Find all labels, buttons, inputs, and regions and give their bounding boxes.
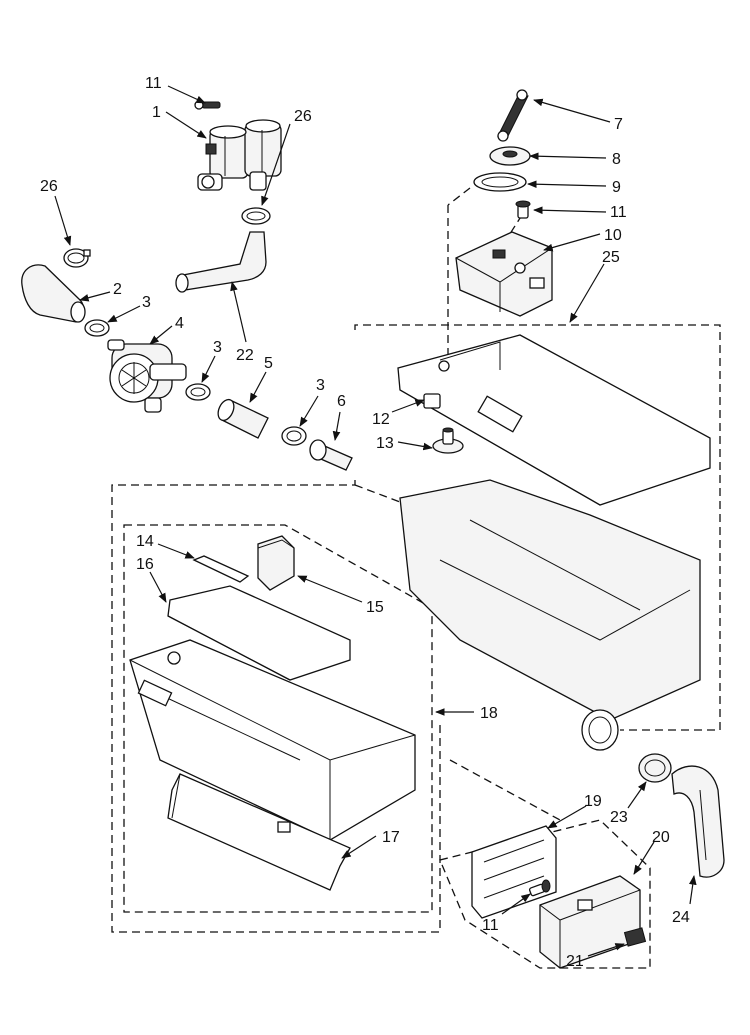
callout-26: 26 [40, 178, 58, 195]
drain-path-line [354, 484, 401, 503]
cam-gear [489, 146, 531, 166]
callout-19: 19 [584, 793, 602, 810]
callout-6: 6 [337, 393, 346, 410]
callout-11: 11 [610, 204, 627, 221]
callout-8: 8 [612, 151, 621, 168]
dispenser-group-boundary [111, 480, 441, 933]
callout-25: 25 [602, 249, 620, 266]
knob-13 [432, 427, 464, 454]
inlet-hose-long [177, 231, 267, 291]
clamp-3a [84, 319, 110, 337]
callout-2: 2 [113, 281, 122, 298]
callout-24: 24 [672, 909, 690, 926]
callout-16: 16 [136, 556, 154, 573]
grommet-23 [638, 753, 672, 783]
callout-5: 5 [264, 355, 273, 372]
callout-22: 22 [236, 347, 254, 364]
clip-12 [423, 393, 441, 409]
dispenser-drawer [129, 639, 416, 841]
drawer-cover-16 [167, 585, 351, 681]
callout-10: 10 [604, 227, 622, 244]
callout-15: 15 [366, 599, 384, 616]
drawer-front-17 [167, 773, 351, 891]
screw-actuator [515, 200, 531, 219]
hose-clamp-right [241, 207, 271, 225]
callout-4: 4 [175, 315, 184, 332]
siphon-cap-14 [192, 555, 250, 583]
connector-tube [217, 398, 269, 439]
seal-gasket [473, 172, 527, 192]
vent-hose-24 [671, 765, 725, 878]
callout-11: 11 [482, 917, 499, 934]
linkage-arm [497, 89, 529, 142]
callout-18: 18 [480, 705, 498, 722]
callout-1: 1 [152, 104, 161, 121]
callout-21: 21 [566, 953, 584, 970]
callout-11: 11 [145, 75, 162, 92]
callout-3: 3 [142, 294, 151, 311]
inlet-valve [197, 119, 282, 191]
callout-12: 12 [372, 411, 390, 428]
callout-7: 7 [614, 116, 623, 133]
housing-group-boundary [354, 324, 721, 731]
bracket-group-boundary [439, 819, 651, 969]
screw-axis-line [505, 214, 523, 241]
clamp-3c [281, 426, 307, 446]
callout-17: 17 [382, 829, 400, 846]
callout-3: 3 [316, 377, 325, 394]
leader-lines [54, 85, 697, 957]
callout-26: 26 [294, 108, 312, 125]
callout-20: 20 [652, 829, 670, 846]
callout-labels: 11 1 26 26 2 3 4 22 3 5 3 6 7 8 9 11 10 … [40, 75, 690, 970]
screw-valve [194, 100, 221, 110]
clamp-3b [185, 383, 211, 401]
drawer-group-boundary [123, 524, 433, 913]
pump-assembly [107, 339, 187, 413]
dispenser-housing [397, 334, 711, 751]
callout-9: 9 [612, 179, 621, 196]
callout-14: 14 [136, 533, 154, 550]
label-21 [623, 927, 647, 947]
cap-15 [257, 535, 295, 591]
drawer-path-line [449, 759, 561, 821]
callout-3: 3 [213, 339, 222, 356]
screw-bracket [528, 879, 551, 897]
nozzle [309, 439, 353, 471]
actuator-motor [455, 231, 553, 317]
hose-clamp-left [63, 248, 91, 268]
callout-23: 23 [610, 809, 628, 826]
callout-13: 13 [376, 435, 394, 452]
linkage-axis-line [447, 187, 471, 206]
